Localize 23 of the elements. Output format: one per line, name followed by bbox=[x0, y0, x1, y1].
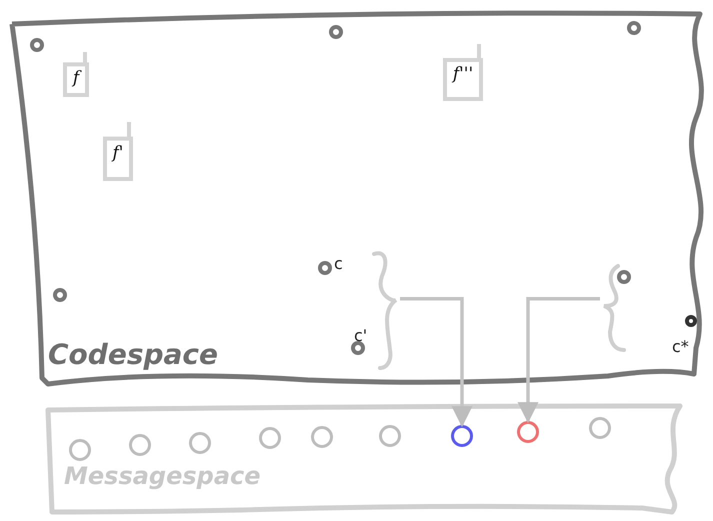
message-circle bbox=[129, 434, 151, 456]
message-circle bbox=[379, 425, 401, 447]
message-circle bbox=[451, 425, 473, 447]
message-circle bbox=[189, 432, 211, 454]
dot-label: c* bbox=[672, 337, 689, 356]
message-circle bbox=[517, 421, 539, 443]
dot bbox=[627, 21, 641, 35]
arrow bbox=[518, 297, 600, 424]
dot bbox=[617, 270, 631, 284]
function-label: f bbox=[62, 68, 90, 88]
dot-label: c' bbox=[354, 326, 368, 345]
arrow bbox=[400, 297, 472, 428]
message-circle bbox=[69, 439, 91, 461]
dot-label: c bbox=[334, 254, 343, 273]
message-circle bbox=[311, 426, 333, 448]
function-label: f''' bbox=[450, 64, 474, 84]
dot bbox=[30, 38, 44, 52]
message-circle bbox=[259, 427, 281, 449]
dot bbox=[329, 25, 343, 39]
function-label: f' bbox=[110, 142, 124, 163]
codespace-label: Codespace bbox=[48, 338, 218, 371]
dot bbox=[53, 288, 67, 302]
message-circle bbox=[589, 417, 611, 439]
